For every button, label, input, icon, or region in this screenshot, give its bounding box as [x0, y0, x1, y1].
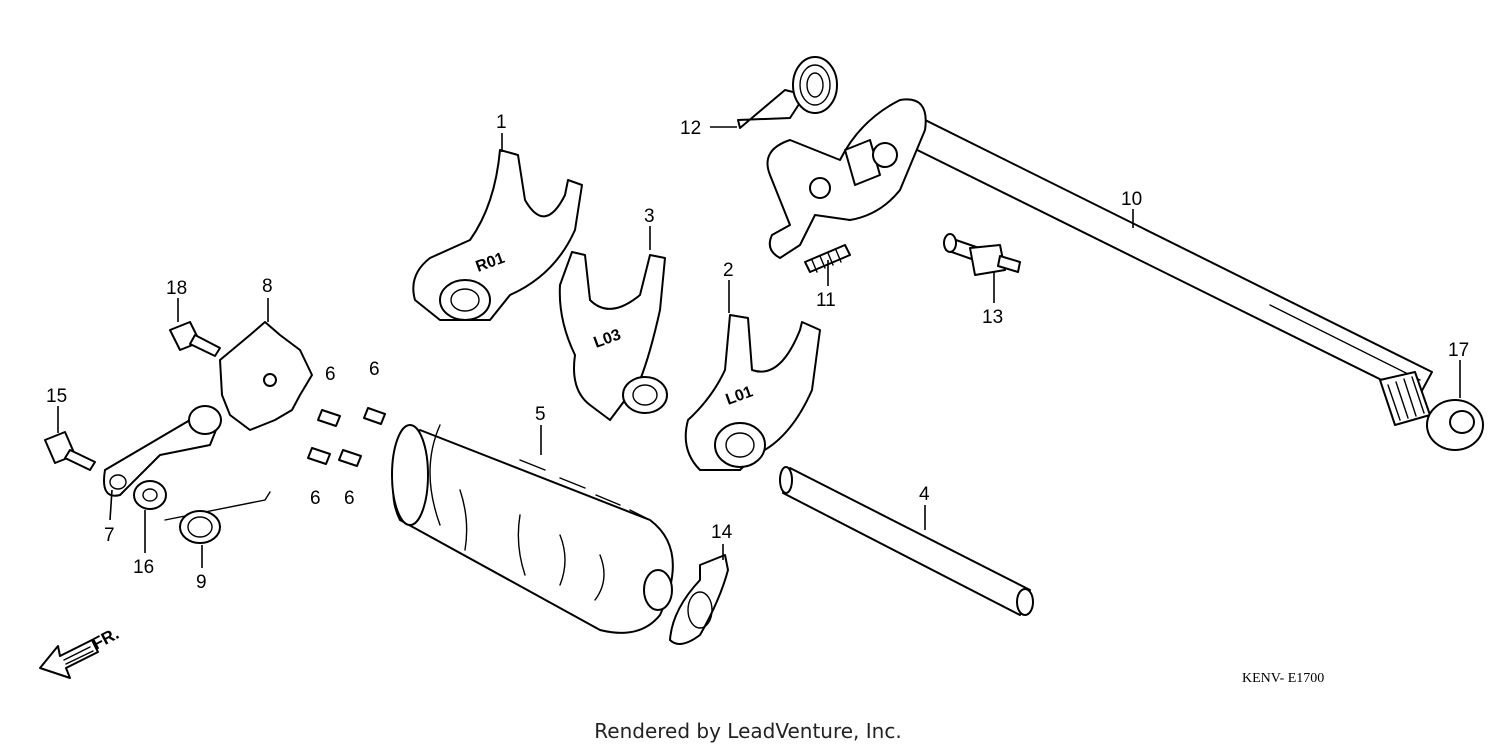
diagram-code: KENV- E1700: [1242, 671, 1324, 686]
part-dowel-pins: [307, 407, 386, 467]
callout-7: 7: [104, 525, 115, 546]
part-washer-16: [133, 480, 167, 510]
callout-13: 13: [982, 307, 1003, 328]
part-drum-center: [219, 321, 313, 431]
callout-6a: 6: [325, 364, 336, 385]
callout-2: 2: [723, 260, 734, 281]
callout-3: 3: [644, 206, 655, 227]
part-shift-fork-1: R01: [412, 149, 583, 321]
callout-10: 10: [1121, 189, 1142, 210]
callout-6c: 6: [310, 488, 321, 509]
part-shift-fork-2: L01: [684, 314, 821, 471]
callout-8: 8: [262, 276, 273, 297]
callout-6b: 6: [369, 359, 380, 380]
part-stopper-bolt: [943, 233, 1021, 276]
part-detent-spring: [804, 244, 851, 273]
part-stopper-arm: [103, 405, 222, 497]
part-fork-shaft: [779, 466, 1034, 616]
part-stopper-spring: [164, 491, 271, 544]
callout-9: 9: [196, 572, 207, 593]
part-shift-drum: [391, 424, 674, 634]
part-bolt-15: [44, 431, 96, 471]
callout-12: 12: [680, 118, 701, 139]
rendered-by-credit: Rendered by LeadVenture, Inc.: [594, 719, 901, 743]
callout-1: 1: [496, 112, 507, 133]
front-arrow-icon: [39, 639, 99, 679]
part-shift-shaft: [766, 98, 1433, 426]
callout-17: 17: [1448, 340, 1469, 361]
callout-labels: 1 2 3 4 5 6 6 6 6 7 8 9 10 11 12 13 14 1…: [46, 112, 1469, 593]
callout-5: 5: [535, 404, 546, 425]
front-direction-indicator: FR.: [39, 624, 122, 679]
part-guide-plate: [669, 554, 729, 645]
leader-lines: [57, 126, 1461, 568]
callout-16: 16: [133, 557, 154, 578]
part-oil-seal: [1426, 399, 1484, 451]
callout-11: 11: [816, 290, 836, 311]
callout-15: 15: [46, 386, 67, 407]
callout-6d: 6: [344, 488, 355, 509]
callout-14: 14: [711, 522, 733, 543]
part-return-spring: [737, 56, 838, 129]
callout-4: 4: [919, 484, 930, 505]
part-shift-fork-3: L03: [558, 251, 668, 421]
part-bolt-18: [169, 321, 221, 357]
callout-18: 18: [166, 278, 187, 299]
